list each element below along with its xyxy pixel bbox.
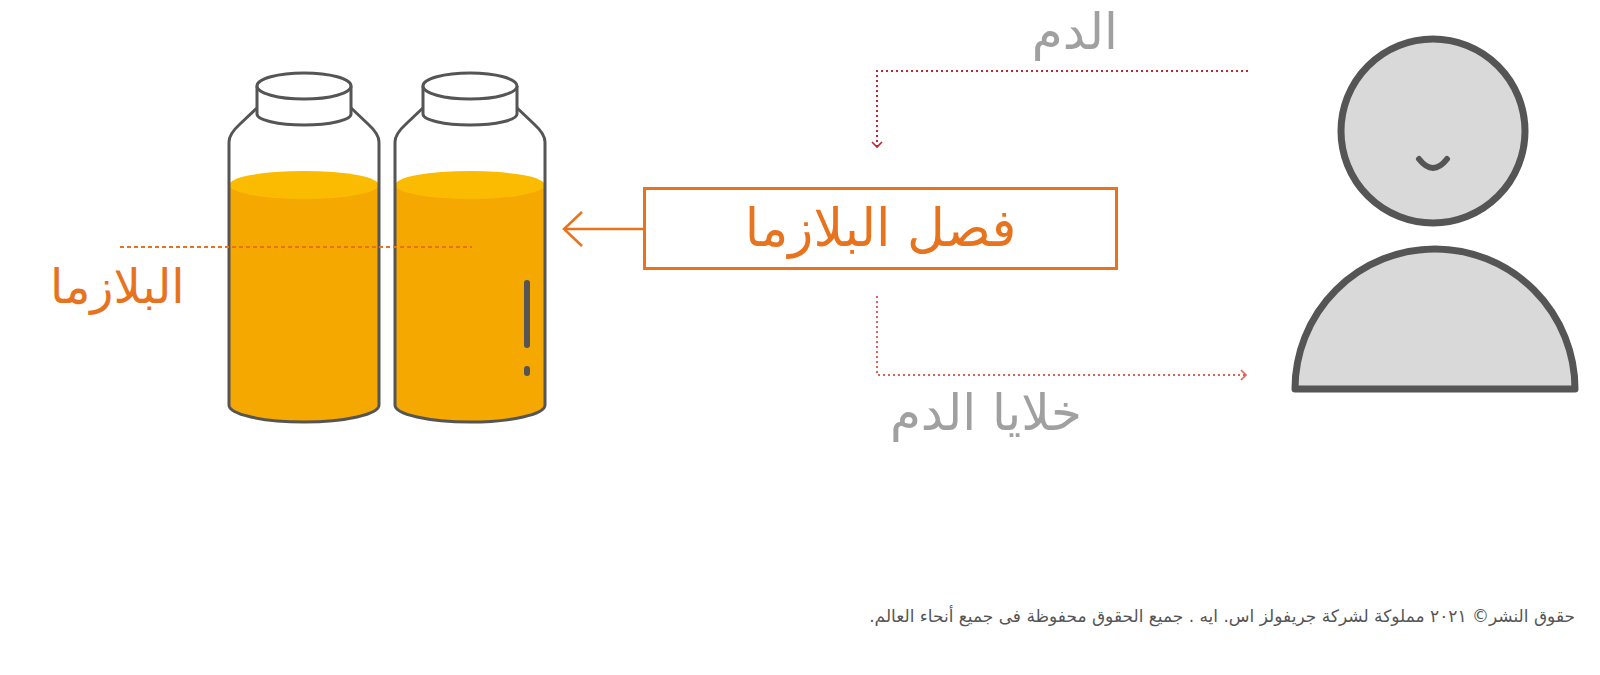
process-box: فصل البلازما bbox=[643, 187, 1118, 270]
box-text: فصل البلازما bbox=[745, 197, 1017, 259]
part-label: البلازما bbox=[50, 258, 185, 316]
copyright-note: حقوق النشر© ٢٠٢١ مملوكة لشركة جريفولز اس… bbox=[869, 606, 1575, 626]
flow-label: خلايا الدم bbox=[890, 383, 1082, 443]
leader-line bbox=[120, 246, 472, 248]
person-icon bbox=[1295, 39, 1575, 389]
blood-line bbox=[877, 71, 1248, 147]
plasma-arrow bbox=[564, 212, 643, 246]
flow-label: الدم bbox=[1032, 2, 1118, 62]
blood-cells-line bbox=[877, 296, 1246, 375]
